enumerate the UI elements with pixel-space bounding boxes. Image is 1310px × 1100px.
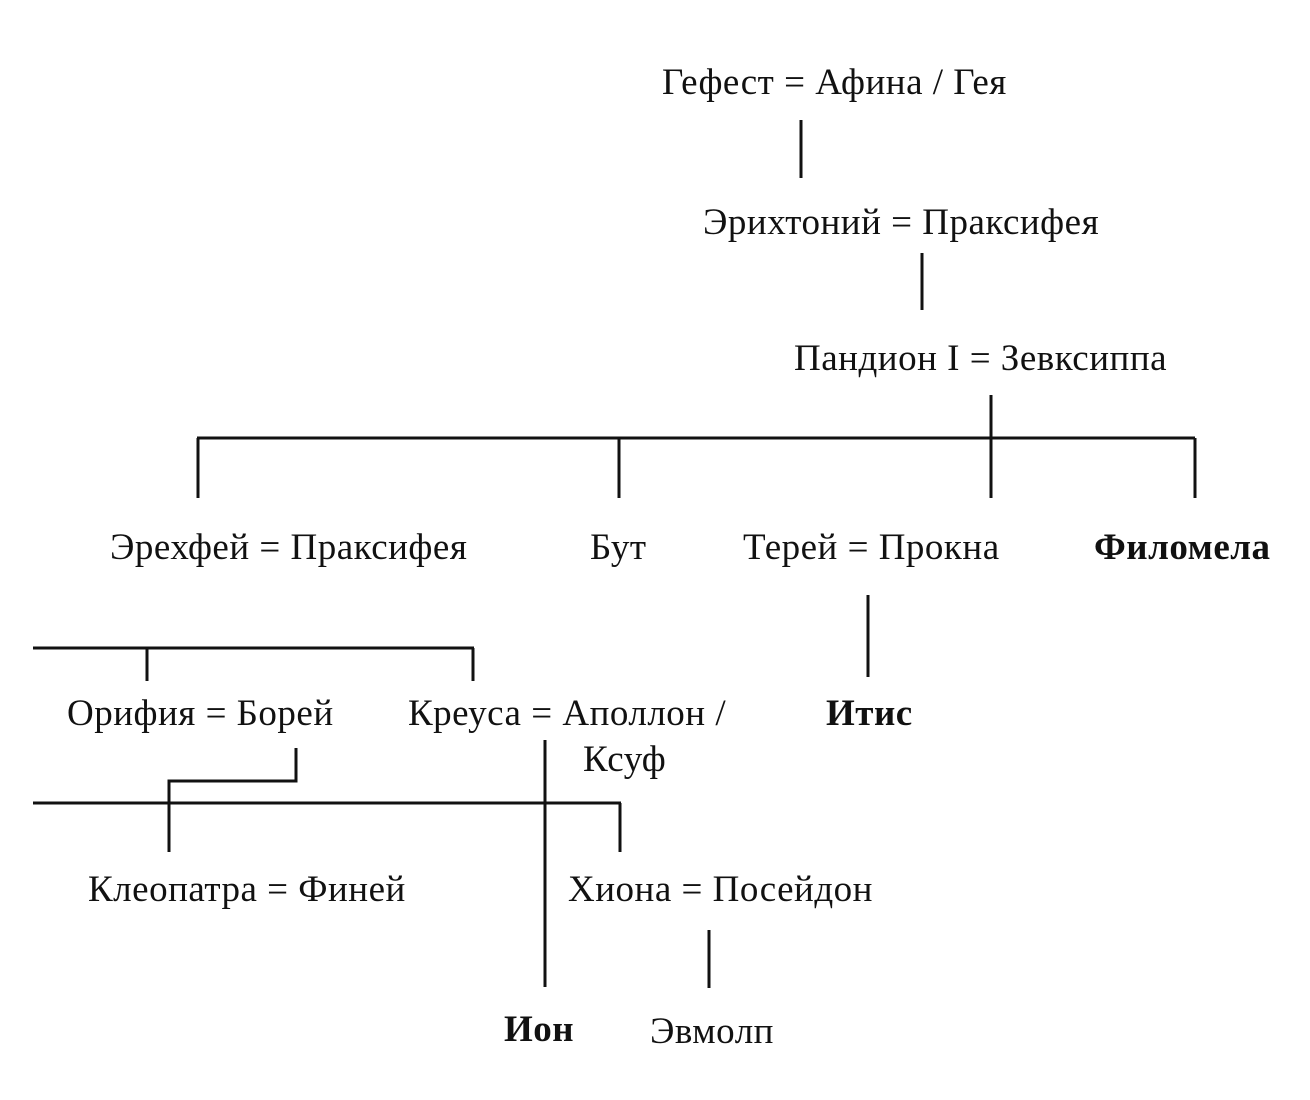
node-xuthus: Ксуф <box>583 739 667 780</box>
node-oreithyia-boreas: Орифия = Борей <box>67 693 334 734</box>
node-hephaestus-athena: Гефест = Афина / Гея <box>662 62 1007 103</box>
node-cleopatra-phineus: Клеопатра = Финей <box>88 869 406 910</box>
node-chione-poseidon: Хиона = Посейдон <box>568 869 873 910</box>
node-erechtheus-praxithea: Эрехфей = Праксифея <box>110 527 468 568</box>
node-erichthonius-praxithea: Эрихтоний = Праксифея <box>703 202 1100 243</box>
node-pandion-zeuxippe: Пандион I = Зевксиппа <box>794 338 1168 379</box>
node-butes: Бут <box>590 527 647 568</box>
node-philomela: Филомела <box>1094 527 1271 568</box>
connector-to-cleopatra <box>167 748 298 852</box>
node-itys: Итис <box>826 693 913 734</box>
node-eumolpus: Эвмолп <box>650 1011 774 1052</box>
node-creusa-apollo: Креуса = Аполлон / <box>408 693 727 734</box>
node-ion: Ион <box>504 1009 575 1050</box>
node-tereus-procne: Терей = Прокна <box>743 527 1000 568</box>
